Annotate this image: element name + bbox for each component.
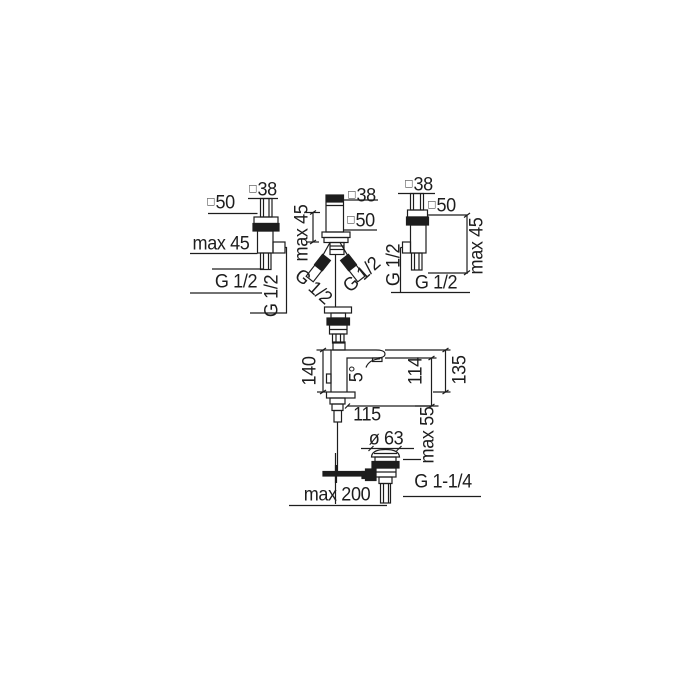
drain-waste-view [361,405,481,504]
popup-waste-front-view [323,306,353,344]
mixer-front-view [305,194,378,307]
dim-max-45-left-valve: max 45 [193,235,250,254]
dim-square-50-left-valve-square-symbol: □ [207,194,215,208]
dim-height-114: 114 [405,357,427,385]
dim-height-140: 140 [299,356,321,386]
dim-diameter-63-text: ø 63 [368,428,404,450]
dim-square-50-mixer-text: 50 [355,210,375,232]
dim-angle-5deg-text: 5° [346,365,368,383]
dim-max-45-left-valve-text: max 45 [192,233,250,255]
dim-square-50-mixer: □50 [347,212,375,231]
dim-square-50-left-valve-text: 50 [215,192,235,214]
dim-square-38-mixer-square-symbol: □ [348,187,356,201]
dim-reach-115-text: 115 [353,404,381,426]
dim-g12-mixer-left-hose: G 1/2 [290,265,336,309]
dim-max-45-right-valve-text: max 45 [466,217,488,275]
dim-square-38-left-valve: □38 [249,181,277,200]
dim-g12-left-valve-side-text: G 1/2 [261,274,283,318]
dim-square-38-left-valve-text: 38 [257,179,277,201]
dim-g12-right-valve-bottom: G 1/2 [414,272,458,294]
dim-height-140-text: 140 [299,356,321,386]
dim-height-114-text: 114 [405,357,427,385]
dim-height-135-text: 135 [449,355,471,385]
dim-g12-right-valve-side: G 1/2 [383,243,405,287]
dim-square-38-right-valve: □38 [405,176,433,195]
dim-g1-14-drain: G 1-1/4 [414,473,472,492]
left-valve-view [190,197,288,314]
dim-g12-mixer-right-hose: G 1/2 [339,253,385,297]
dim-square-50-right-valve: □50 [428,197,456,216]
dim-g12-right-valve-side-text: G 1/2 [383,243,405,287]
dim-angle-5deg: 5° [346,365,368,383]
dim-max-45-right-valve: max 45 [466,217,488,275]
dim-square-50-mixer-square-symbol: □ [347,212,355,226]
dim-diameter-63: ø 63 [369,430,404,449]
dim-square-50-left-valve: □50 [207,194,235,213]
dim-square-38-mixer-text: 38 [356,185,376,207]
dim-max-55-drain-text: max 55 [417,406,439,464]
dim-max-200-rod: max 200 [304,486,371,505]
dim-square-50-right-valve-square-symbol: □ [428,197,436,211]
dim-max-45-mixer: max 45 [291,204,313,262]
dim-max-45-mixer-text: max 45 [291,204,313,262]
dim-g12-mixer-right-hose-text: G 1/2 [339,253,385,297]
dim-max-200-rod-text: max 200 [303,484,371,506]
dim-g12-mixer-left-hose-text: G 1/2 [290,265,336,309]
dim-square-38-mixer: □38 [348,187,376,206]
dim-g1-14-drain-text: G 1-1/4 [414,471,472,493]
mixer-side-view [316,341,451,472]
dim-g12-right-valve-bottom-text: G 1/2 [414,272,458,294]
dim-reach-115: 115 [353,406,381,425]
dim-square-38-right-valve-square-symbol: □ [405,176,413,190]
right-valve-view [391,192,471,294]
dim-square-38-left-valve-square-symbol: □ [249,181,257,195]
dim-height-135: 135 [449,355,471,385]
dim-g12-left-valve-bottom: G 1/2 [214,271,258,293]
dim-square-38-right-valve-text: 38 [413,174,433,196]
popup-rod-linkage [289,453,387,507]
dim-g12-left-valve-bottom-text: G 1/2 [214,271,258,293]
dim-g12-left-valve-side: G 1/2 [261,274,283,318]
dim-square-50-right-valve-text: 50 [436,195,456,217]
dim-max-55-drain: max 55 [417,406,439,464]
